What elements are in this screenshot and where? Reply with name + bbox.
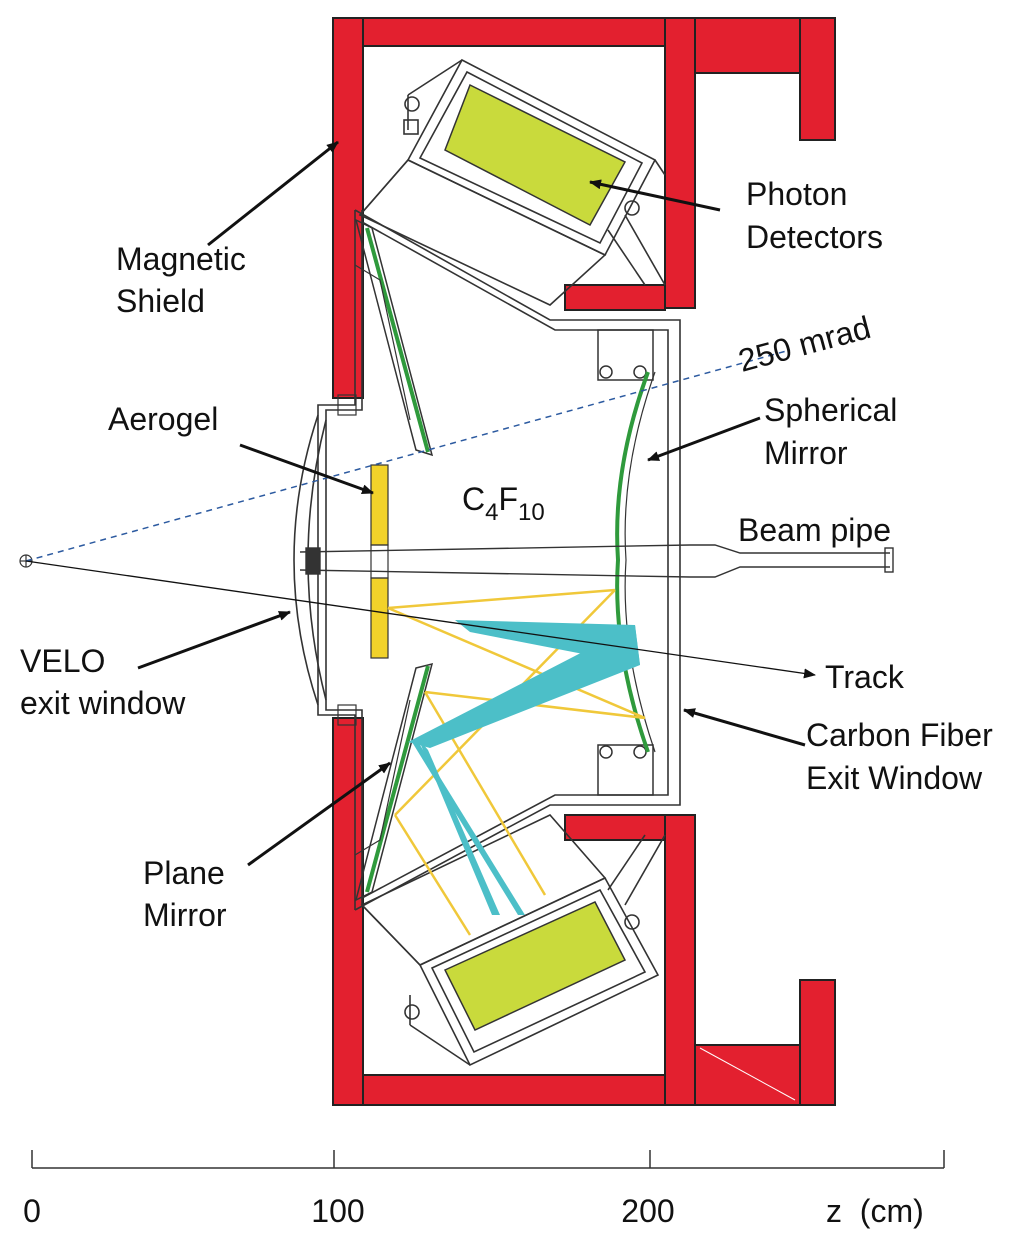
shield-hatch [699, 1047, 796, 1101]
lower-plane-mirror [337, 662, 434, 902]
spherical-mirror-mounts [597, 329, 654, 796]
beam-pipe-label: Beam pipe [738, 512, 891, 548]
gas-c: C [462, 481, 485, 517]
spherical-mirror-label-line1: Spherical [764, 392, 897, 428]
mrad-label: 250 mrad [734, 309, 874, 379]
label-pointers [137, 140, 806, 867]
gas-sub-4: 4 [485, 499, 498, 526]
track-label: Track [825, 659, 905, 695]
axis-tick-label-200: 200 [621, 1193, 674, 1229]
spherical-mirror-label-line2: Mirror [764, 435, 848, 471]
plane-mirror-label-line1: Plane [143, 855, 225, 891]
aerogel-label: Aerogel [108, 401, 218, 437]
gas-radiator-label: C4F10 [462, 481, 545, 526]
upper-plane-mirror [337, 218, 434, 457]
upper-photon-detector-box [358, 58, 666, 306]
magnetic-shield-label-line1: Magnetic [116, 241, 246, 277]
beam-pipe [299, 544, 894, 578]
plane-mirror-label-line2: Mirror [143, 897, 227, 933]
track-line [25, 560, 816, 679]
z-axis [31, 1150, 945, 1169]
upper-photon-detector [444, 83, 627, 227]
axis-tick-label-0: 0 [23, 1193, 41, 1229]
gas-photon-rays [408, 620, 640, 915]
lower-photon-detector-box [360, 814, 666, 1067]
axis-tick-label-100: 100 [311, 1193, 364, 1229]
photon-detectors-label-line1: Photon [746, 176, 847, 212]
photon-detectors-label-line2: Detectors [746, 219, 883, 255]
velo-label-line2: exit window [20, 685, 186, 721]
axis-unit-label: z (cm) [826, 1193, 924, 1229]
velo-label-line1: VELO [20, 643, 105, 679]
gas-f: F [498, 481, 518, 517]
gas-sub-10: 10 [518, 499, 545, 526]
spherical-mirror [615, 371, 650, 753]
acceptance-250-mrad-line [25, 349, 791, 562]
lower-photon-detector [443, 901, 627, 1031]
carbon-fiber-label-line2: Exit Window [806, 760, 983, 796]
carbon-fiber-label-line1: Carbon Fiber [806, 717, 993, 753]
aerogel [370, 464, 389, 659]
magnetic-shield [332, 17, 836, 1106]
magnetic-shield-label-line2: Shield [116, 283, 205, 319]
